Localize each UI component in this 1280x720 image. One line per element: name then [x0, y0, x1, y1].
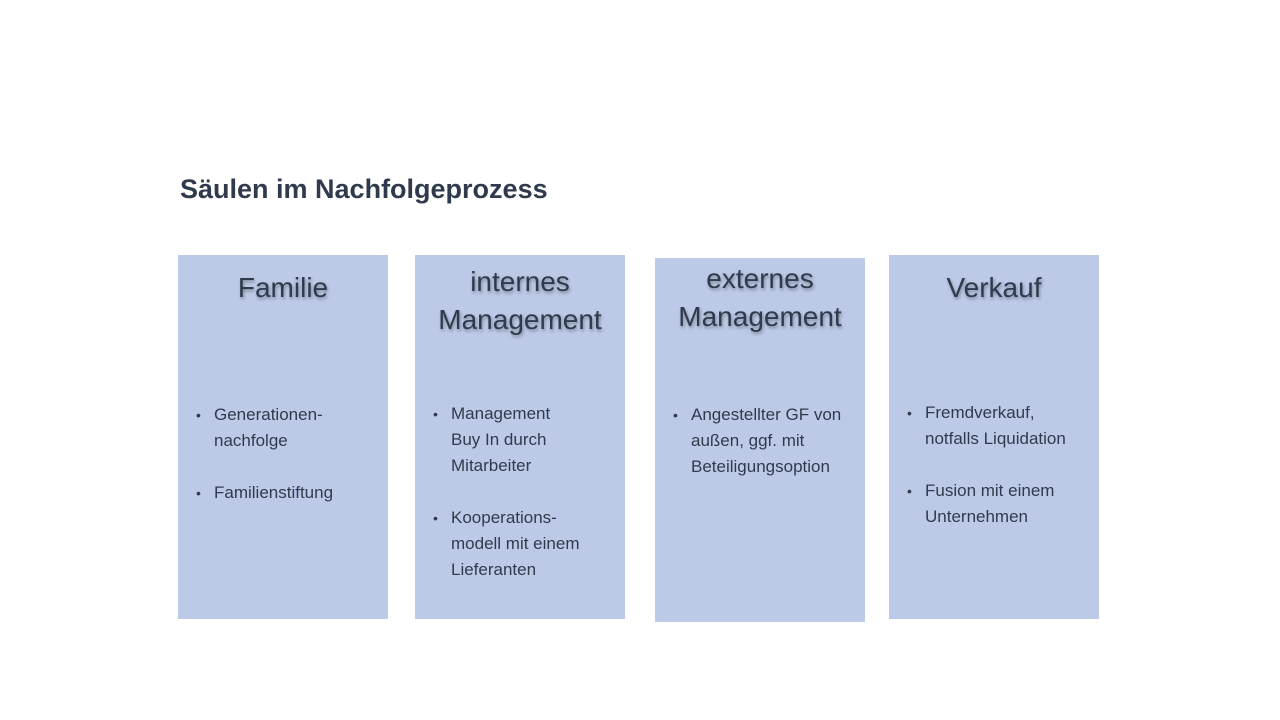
list-item: Fusion mit einem Unternehmen: [905, 478, 1091, 530]
pillar-heading: internes Management: [438, 266, 602, 335]
pillar-bullet-list: Angestellter GF von außen, ggf. mit Bete…: [671, 402, 857, 506]
pillar-bullet-list: Generationen- nachfolge Familienstiftung: [194, 402, 380, 532]
list-item: Fremdverkauf, notfalls Liquidation: [905, 400, 1091, 452]
pillar-heading: externes Management: [678, 263, 842, 332]
pillar-familie: Familie Generationen- nachfolge Familien…: [178, 255, 388, 619]
pillar-externes-management: externes Management Angestellter GF von …: [655, 258, 865, 622]
list-item: Management Buy In durch Mitarbeiter: [431, 401, 617, 479]
pillar-heading: Familie: [237, 272, 329, 303]
pillar-heading: Verkauf: [946, 272, 1042, 303]
pillar-bullet-list: Fremdverkauf, notfalls Liquidation Fusio…: [905, 400, 1091, 556]
list-item: Kooperations- modell mit einem Lieferant…: [431, 505, 617, 583]
slide-title: Säulen im Nachfolgeprozess: [180, 174, 548, 204]
list-item: Angestellter GF von außen, ggf. mit Bete…: [671, 402, 857, 480]
pillar-internes-management: internes Management Management Buy In du…: [415, 255, 625, 619]
list-item: Generationen- nachfolge: [194, 402, 380, 454]
pillar-bullet-list: Management Buy In durch Mitarbeiter Koop…: [431, 401, 617, 609]
pillar-verkauf: Verkauf Fremdverkauf, notfalls Liquidati…: [889, 255, 1099, 619]
list-item: Familienstiftung: [194, 480, 380, 506]
